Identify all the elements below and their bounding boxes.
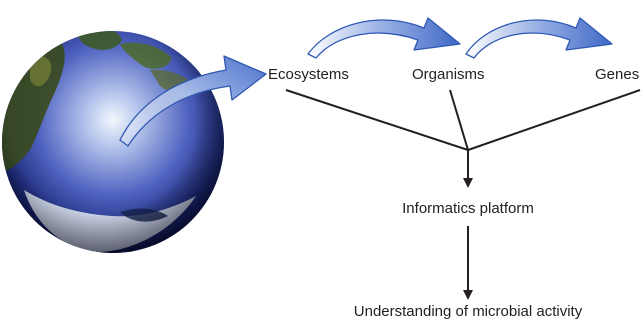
earth-globe (2, 31, 224, 253)
converging-lines (285, 89, 641, 151)
swoosh-arrow-ecosystems-to-organisms (307, 17, 461, 59)
label-informatics-platform: Informatics platform (402, 200, 534, 217)
swoosh-arrow-globe-to-ecosystems (119, 55, 267, 147)
line-from-genes (467, 89, 641, 151)
label-organisms: Organisms (412, 66, 485, 83)
line-from-ecosystems (285, 89, 469, 151)
swoosh-arrow-organisms-to-genes (465, 17, 613, 59)
label-understanding-of-microbial-activity: Understanding of microbial activity (354, 303, 583, 320)
label-genes: Genes (595, 66, 639, 83)
label-ecosystems: Ecosystems (268, 66, 349, 83)
line-from-organisms (449, 89, 469, 151)
